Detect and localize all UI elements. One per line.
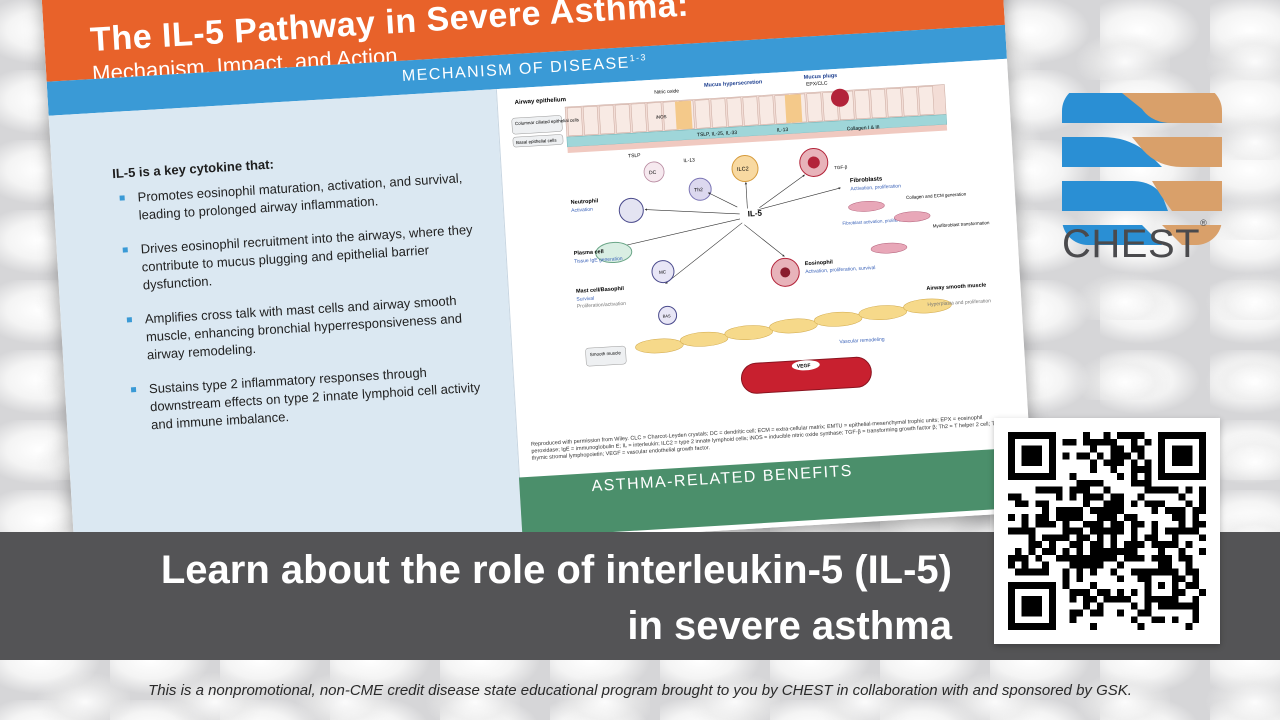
diagram-label: Plasma cell — [574, 249, 605, 257]
diagram-label: Activation, proliferation — [850, 183, 901, 192]
diagram-label: Mucus plugs — [804, 73, 838, 81]
diagram-label: BAS — [662, 313, 671, 318]
diagram-label: Survival — [576, 296, 594, 303]
poster: The IL-5 Pathway in Severe Asthma: Mecha… — [40, 0, 1034, 569]
diagram-label: iNOS — [656, 114, 667, 120]
chest-logo — [1062, 93, 1222, 245]
bullet-item: Sustains type 2 inflammatory responses t… — [125, 360, 488, 435]
diagram-label: Myofibroblast transformation — [933, 220, 990, 228]
diagram-label: IL-13 — [683, 157, 695, 164]
diagram-label: Vascular remodeling — [839, 337, 885, 346]
disclaimer-footer: This is a nonpromotional, non-CME credit… — [148, 682, 1132, 699]
diagram-label: MC — [659, 269, 667, 274]
diagram-label: IL-5 — [747, 209, 762, 219]
banner-headline-line2: in severe asthma — [627, 604, 952, 648]
diagram-label: EPX/CLC — [806, 80, 828, 87]
diagram-label: Mast cell/Basophil — [576, 286, 625, 295]
diagram-label: TGF-β — [834, 164, 848, 170]
diagram-label: Columnar ciliated epithelial cells — [515, 117, 580, 126]
diagram-label: TSLP — [628, 153, 642, 160]
diagram-label: IL-13 — [777, 127, 789, 134]
bullet-list: Promotes eosinophil maturation, activati… — [113, 169, 488, 452]
diagram-label: TSLP, IL-25, IL-33 — [697, 130, 738, 138]
diagram-label: Activation — [571, 207, 593, 214]
diagram-label: Smooth muscle — [590, 350, 622, 357]
bullet-item: Drives eosinophil recruitment into the a… — [116, 221, 479, 296]
bullet-item: Amplifies cross talk with mast cells and… — [120, 290, 483, 365]
diagram-label: Proliferation/activation — [577, 301, 627, 310]
diagram-label: Fibroblast activation, proliferation — [842, 217, 909, 226]
diagram-label: Collagen I & III — [847, 124, 880, 132]
diagram-label: VEGF — [797, 363, 811, 370]
diagram-label: Hyperplasia and proliferation — [927, 298, 991, 308]
qr-code-image — [1008, 432, 1206, 630]
chest-wordmark: CHEST® — [1062, 218, 1208, 266]
diagram-label: Airway smooth muscle — [926, 282, 986, 292]
diagram-label: Eosinophil — [805, 259, 834, 267]
diagram-label: Airway epithelium — [515, 97, 567, 106]
il5-pathway-diagram: Airway epithelium Nitric oxide Mucus hyp… — [511, 73, 991, 394]
diagram-label: Collagen and ECM generation — [906, 191, 967, 200]
diagram-label: Th2 — [694, 187, 703, 194]
diagram-label: Fibroblasts — [850, 176, 883, 184]
diagram-label: Basal epithelial cells — [516, 138, 557, 145]
diagram-label: Activation, proliferation, survival — [805, 265, 876, 275]
diagram-label: Nitric oxide — [654, 88, 679, 95]
diagram-label: Mucus hypersecretion — [704, 79, 763, 88]
diagram-label: Tissue IgE generation — [574, 256, 623, 265]
diagram-label: Neutrophil — [571, 198, 599, 206]
qr-code[interactable] — [994, 418, 1220, 644]
diagram-label: DC — [649, 170, 657, 176]
diagram-label: ILC2 — [737, 166, 749, 173]
banner-headline-line1: Learn about the role of interleukin-5 (I… — [160, 548, 952, 592]
